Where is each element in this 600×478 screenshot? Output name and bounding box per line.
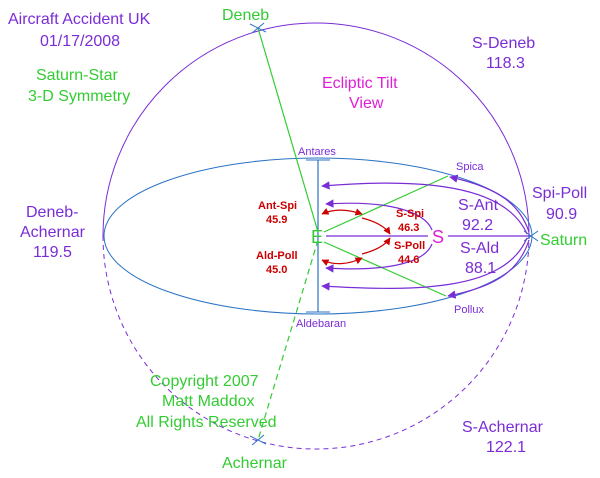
deneb-achernar-value: 119.5 <box>33 244 72 261</box>
spica-label: Spica <box>456 161 484 173</box>
deneb-tick-b <box>251 22 265 34</box>
s-deneb-value: 118.3 <box>486 55 525 72</box>
s-ald-value: 88.1 <box>465 260 496 277</box>
copyright-line2: Matt Maddox <box>162 393 254 410</box>
spi-poll-label: Spi-Poll <box>532 185 587 202</box>
s-poll-value: 44.6 <box>398 254 419 266</box>
ant-spi-label: Ant-Spi <box>258 200 297 212</box>
saturn-marker: S <box>432 227 444 247</box>
ecliptic-ellipse <box>103 157 533 315</box>
red-arc-ant-spi <box>321 208 363 216</box>
title-line1: Aircraft Accident UK <box>8 11 151 28</box>
red-arc-s-poll <box>361 237 391 255</box>
ald-poll-value: 45.0 <box>266 264 287 276</box>
earth-achernar-line <box>257 239 319 441</box>
red-arc-ald-poll <box>321 257 363 266</box>
s-ant-label: S-Ant <box>458 197 499 214</box>
view-line1: Ecliptic Tilt <box>322 75 398 92</box>
achernar-label: Achernar <box>222 455 288 472</box>
red-arc-s-spi <box>361 217 391 235</box>
s-ant-value: 92.2 <box>462 217 493 234</box>
antares-label: Antares <box>298 146 336 158</box>
pollux-label: Pollux <box>454 304 484 316</box>
subtitle-line1: Saturn-Star <box>36 67 118 84</box>
s-spi-label: S-Spi <box>396 208 424 220</box>
arc-saturn-antares <box>321 181 528 235</box>
saturn-label: Saturn <box>540 232 587 249</box>
earth-marker: E <box>311 227 323 247</box>
arc-saturn-aldebaran <box>321 237 528 291</box>
subtitle-line2: 3-D Symmetry <box>28 88 130 105</box>
copyright-line1: Copyright 2007 <box>150 373 259 390</box>
s-achernar-label: S-Achernar <box>462 419 544 436</box>
deneb-label: Deneb <box>222 7 269 24</box>
view-line2: View <box>349 95 384 112</box>
celestial-sphere-lower <box>102 235 530 450</box>
spi-poll-value: 90.9 <box>546 206 577 223</box>
arc-saturn-spica <box>449 174 530 233</box>
s-ald-label: S-Ald <box>460 240 499 257</box>
deneb-achernar-label-1: Deneb- <box>26 204 78 221</box>
ald-poll-label: Ald-Poll <box>256 250 298 262</box>
celestial-sphere-upper <box>102 22 530 237</box>
ant-spi-value: 45.9 <box>266 214 287 226</box>
achernar-tick-b <box>251 434 265 446</box>
arc-s-upper <box>325 199 433 231</box>
arc-s-lower <box>325 243 433 273</box>
deneb-achernar-label-2: Achernar <box>20 224 86 241</box>
deneb-earth-line <box>257 27 319 233</box>
aldebaran-label: Aldebaran <box>296 318 346 330</box>
arc-saturn-pollux <box>447 239 530 299</box>
s-achernar-value: 122.1 <box>486 439 526 456</box>
s-poll-label: S-Poll <box>394 240 425 252</box>
s-spi-value: 46.3 <box>398 222 419 234</box>
s-deneb-label: S-Deneb <box>472 35 535 52</box>
title-line2: 01/17/2008 <box>40 33 120 50</box>
copyright-line3: All Rights Reserved <box>136 414 277 431</box>
